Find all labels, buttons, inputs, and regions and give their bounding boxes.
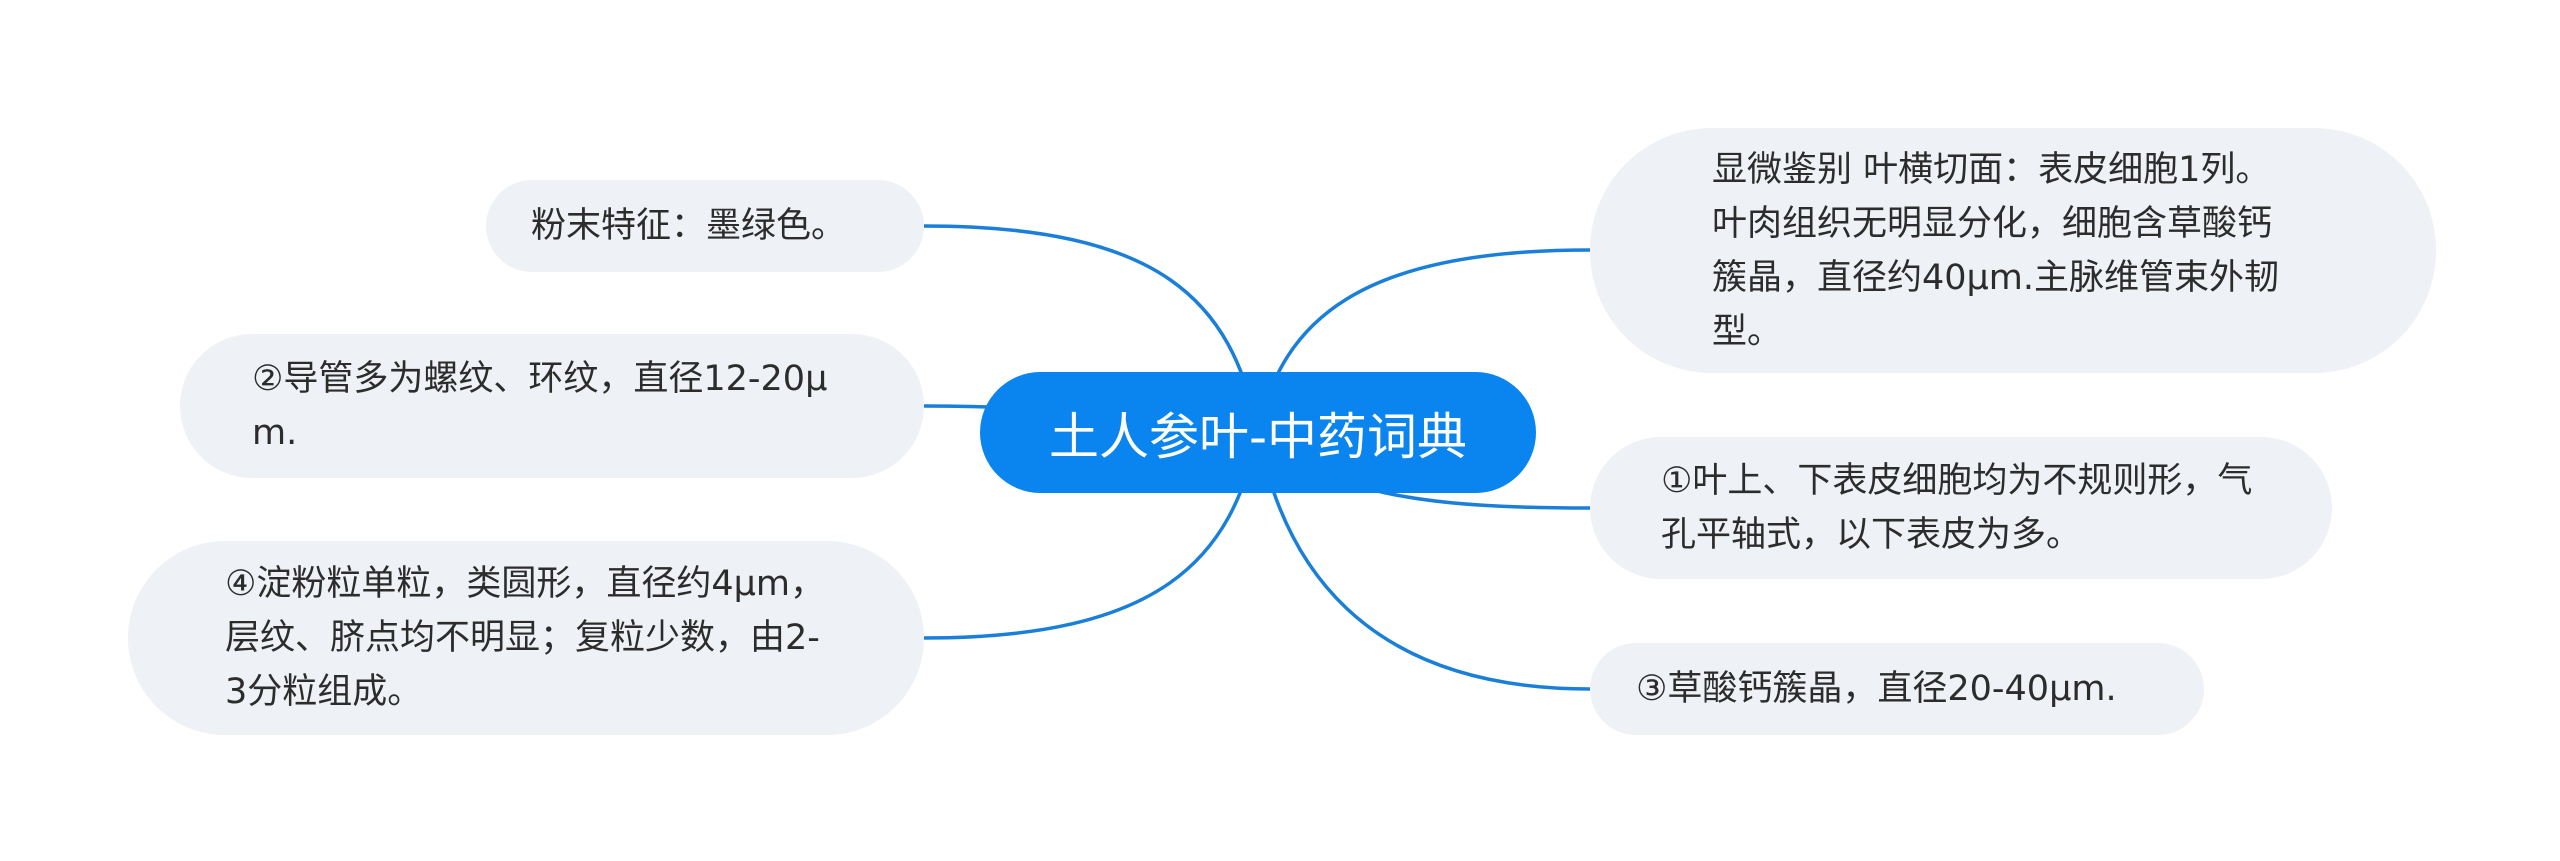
branch-node-vessels[interactable]: ②导管多为螺纹、环纹，直径12-20μm. <box>180 334 924 478</box>
branch-node-epidermis[interactable]: ①叶上、下表皮细胞均为不规则形，气孔平轴式，以下表皮为多。 <box>1590 437 2332 579</box>
central-topic-label: 土人参叶-中药词典 <box>1048 407 1468 466</box>
branch-node-label: ③草酸钙簇晶，直径20-40μm. <box>1636 669 2117 709</box>
branch-node-label: ②导管多为螺纹、环纹，直径12-20μm. <box>252 359 828 453</box>
branch-node-powder[interactable]: 粉末特征：墨绿色。 <box>486 180 924 272</box>
branch-node-starch-grains[interactable]: ④淀粉粒单粒，类圆形，直径约4μm，层纹、脐点均不明显；复粒少数，由2-3分粒组… <box>128 541 924 735</box>
branch-node-label: ①叶上、下表皮细胞均为不规则形，气孔平轴式，以下表皮为多。 <box>1661 461 2253 555</box>
branch-node-microscopic-id[interactable]: 显微鉴别 叶横切面：表皮细胞1列。叶肉组织无明显分化，细胞含草酸钙簇晶，直径约4… <box>1590 128 2436 373</box>
branch-node-label: 显微鉴别 叶横切面：表皮细胞1列。叶肉组织无明显分化，细胞含草酸钙簇晶，直径约4… <box>1712 149 2280 352</box>
branch-node-label: 粉末特征：墨绿色。 <box>531 206 847 246</box>
branch-node-calcium-oxalate[interactable]: ③草酸钙簇晶，直径20-40μm. <box>1590 643 2204 735</box>
branch-node-label: ④淀粉粒单粒，类圆形，直径约4μm，层纹、脐点均不明显；复粒少数，由2-3分粒组… <box>225 564 826 712</box>
central-topic[interactable]: 土人参叶-中药词典 <box>980 372 1536 493</box>
